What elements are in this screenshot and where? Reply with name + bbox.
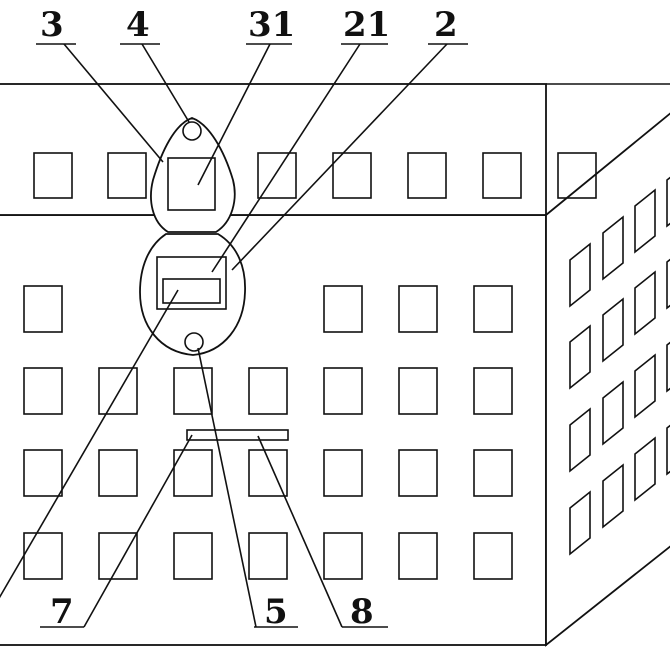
leader-8	[257, 435, 343, 628]
window	[569, 242, 591, 308]
leader-2	[231, 43, 448, 271]
leader-5	[197, 347, 257, 628]
window	[473, 532, 513, 580]
lower-egg-shell	[139, 233, 246, 356]
window	[248, 449, 288, 497]
window	[666, 176, 670, 228]
side-windows	[569, 176, 670, 556]
window	[23, 449, 63, 497]
window	[23, 367, 63, 415]
outer-panel-21	[156, 256, 227, 310]
leader-lines	[0, 43, 468, 628]
window	[634, 353, 656, 419]
part-labels: 3 4 31 21 2 7 5 8	[40, 5, 458, 632]
window	[257, 152, 297, 199]
window	[173, 367, 213, 415]
label-4: 4	[126, 5, 150, 45]
window	[602, 380, 624, 446]
window	[666, 258, 670, 310]
window	[473, 285, 513, 333]
window	[323, 367, 363, 415]
window	[332, 152, 372, 199]
building	[0, 83, 670, 647]
window	[666, 341, 670, 393]
lower-egg-component	[139, 233, 246, 356]
building-side-face	[545, 112, 670, 647]
window	[473, 449, 513, 497]
window	[634, 436, 656, 502]
window	[569, 407, 591, 473]
top-band-windows	[33, 152, 597, 199]
leader-3	[63, 43, 164, 163]
label-21: 21	[343, 5, 390, 45]
window	[557, 152, 597, 199]
window	[323, 285, 363, 333]
window	[569, 490, 591, 556]
window	[407, 152, 447, 199]
window	[98, 532, 138, 580]
window	[98, 367, 138, 415]
window	[173, 449, 213, 497]
window	[398, 367, 438, 415]
horizontal-bar-8	[186, 429, 289, 441]
label-7: 7	[50, 592, 74, 632]
window	[398, 532, 438, 580]
window	[398, 449, 438, 497]
window	[323, 532, 363, 580]
window	[248, 367, 288, 415]
window	[602, 215, 624, 281]
window	[33, 152, 73, 199]
window	[248, 532, 288, 580]
window	[107, 152, 147, 199]
window	[666, 424, 670, 476]
label-31: 31	[248, 5, 295, 45]
window	[173, 532, 213, 580]
label-5: 5	[264, 592, 288, 632]
ring-hole-5	[184, 332, 204, 352]
window	[602, 297, 624, 363]
upper-teardrop-shell	[150, 117, 236, 233]
upper-teardrop-component	[150, 117, 236, 233]
window	[398, 285, 438, 333]
window	[98, 449, 138, 497]
window	[634, 188, 656, 254]
window	[482, 152, 522, 199]
leader-4	[141, 43, 190, 123]
label-2: 2	[434, 5, 458, 45]
window	[23, 285, 63, 333]
leader-31	[197, 43, 271, 186]
label-8: 8	[350, 592, 374, 632]
window	[167, 157, 216, 211]
inner-slot	[162, 278, 221, 304]
leader-21	[211, 43, 361, 273]
window	[569, 324, 591, 390]
leader-7	[83, 434, 193, 628]
building-top-band	[0, 83, 547, 216]
window	[323, 449, 363, 497]
ring-hole-4	[182, 121, 202, 141]
leader-left-edge	[0, 289, 179, 599]
window	[473, 367, 513, 415]
window	[634, 270, 656, 336]
window	[602, 463, 624, 529]
label-3: 3	[40, 5, 64, 45]
